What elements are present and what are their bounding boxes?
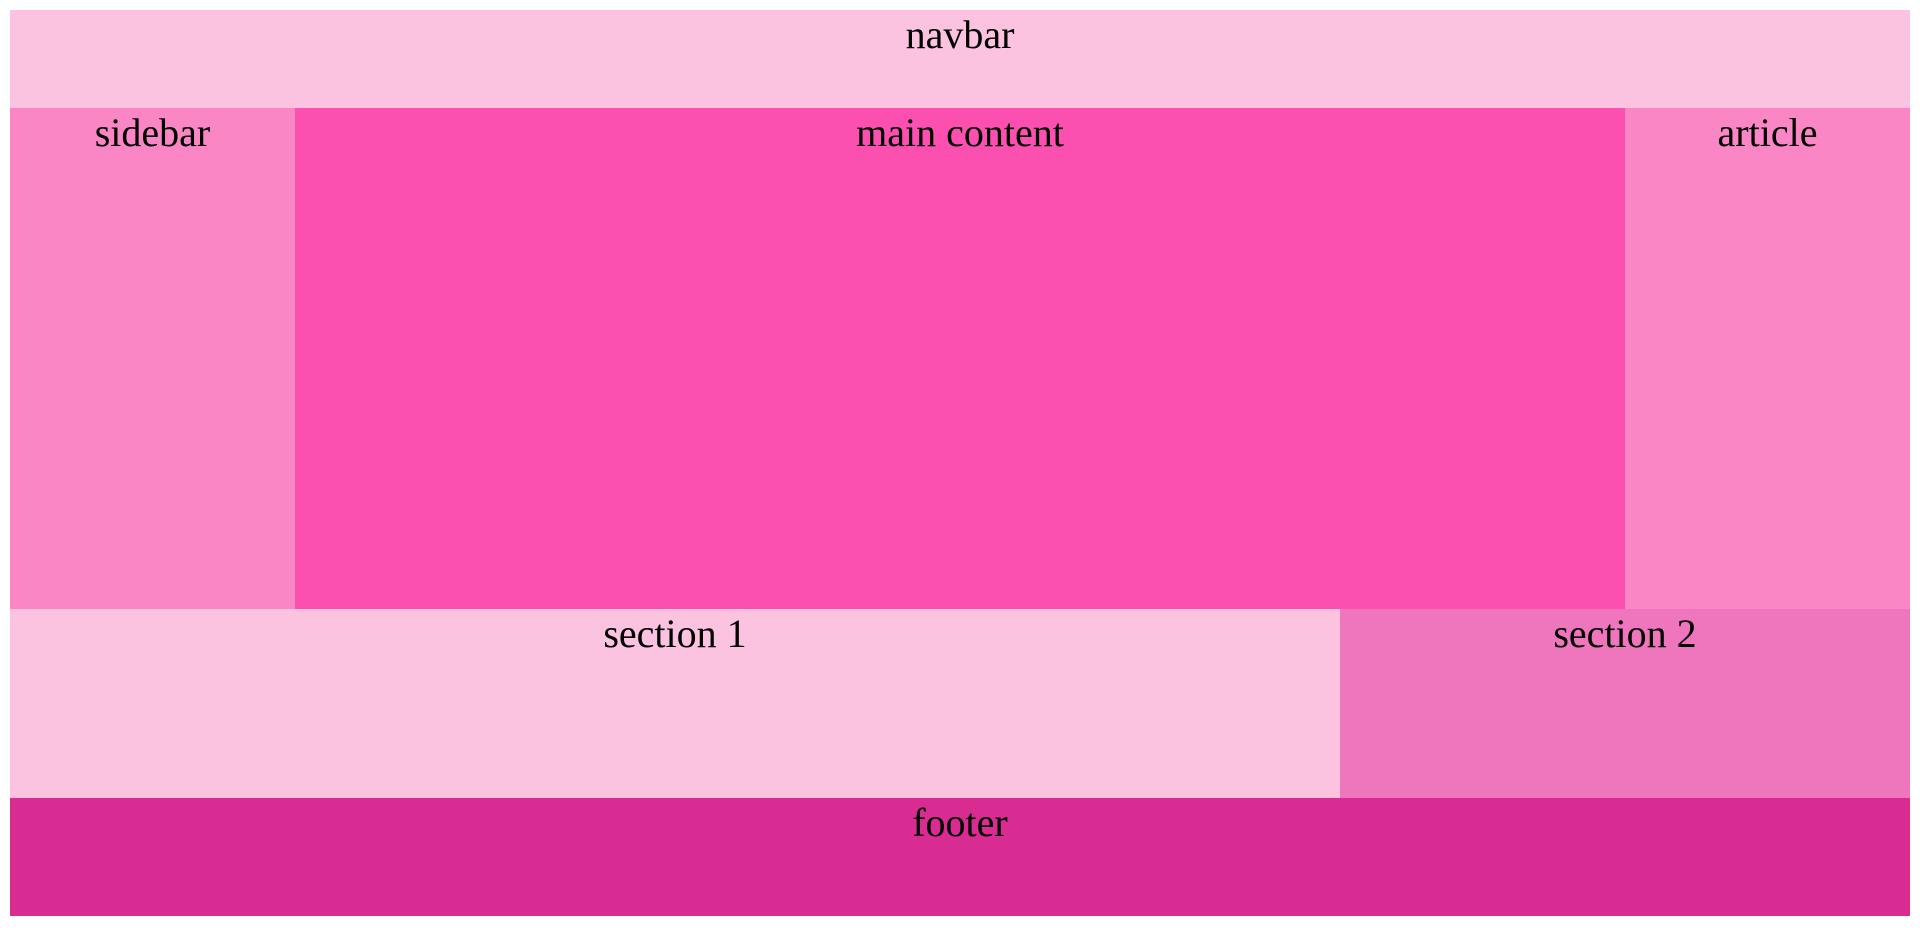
article-label: article: [1717, 110, 1818, 155]
navbar-region: navbar: [10, 10, 1910, 108]
article-region: article: [1625, 108, 1910, 609]
section-1-label: section 1: [603, 611, 747, 656]
layout-demo-page: navbar sidebar main content article sect…: [10, 10, 1910, 916]
section-2-label: section 2: [1553, 611, 1697, 656]
footer-region: footer: [10, 798, 1910, 916]
footer-label: footer: [912, 800, 1008, 845]
sections-row: section 1 section 2: [10, 609, 1910, 798]
sidebar-region: sidebar: [10, 108, 295, 609]
main-content-region: main content: [295, 108, 1625, 609]
middle-row: sidebar main content article: [10, 108, 1910, 609]
section-2-region: section 2: [1340, 609, 1910, 798]
main-content-label: main content: [856, 110, 1064, 155]
section-1-region: section 1: [10, 609, 1340, 798]
navbar-label: navbar: [905, 12, 1015, 57]
sidebar-label: sidebar: [94, 110, 211, 155]
